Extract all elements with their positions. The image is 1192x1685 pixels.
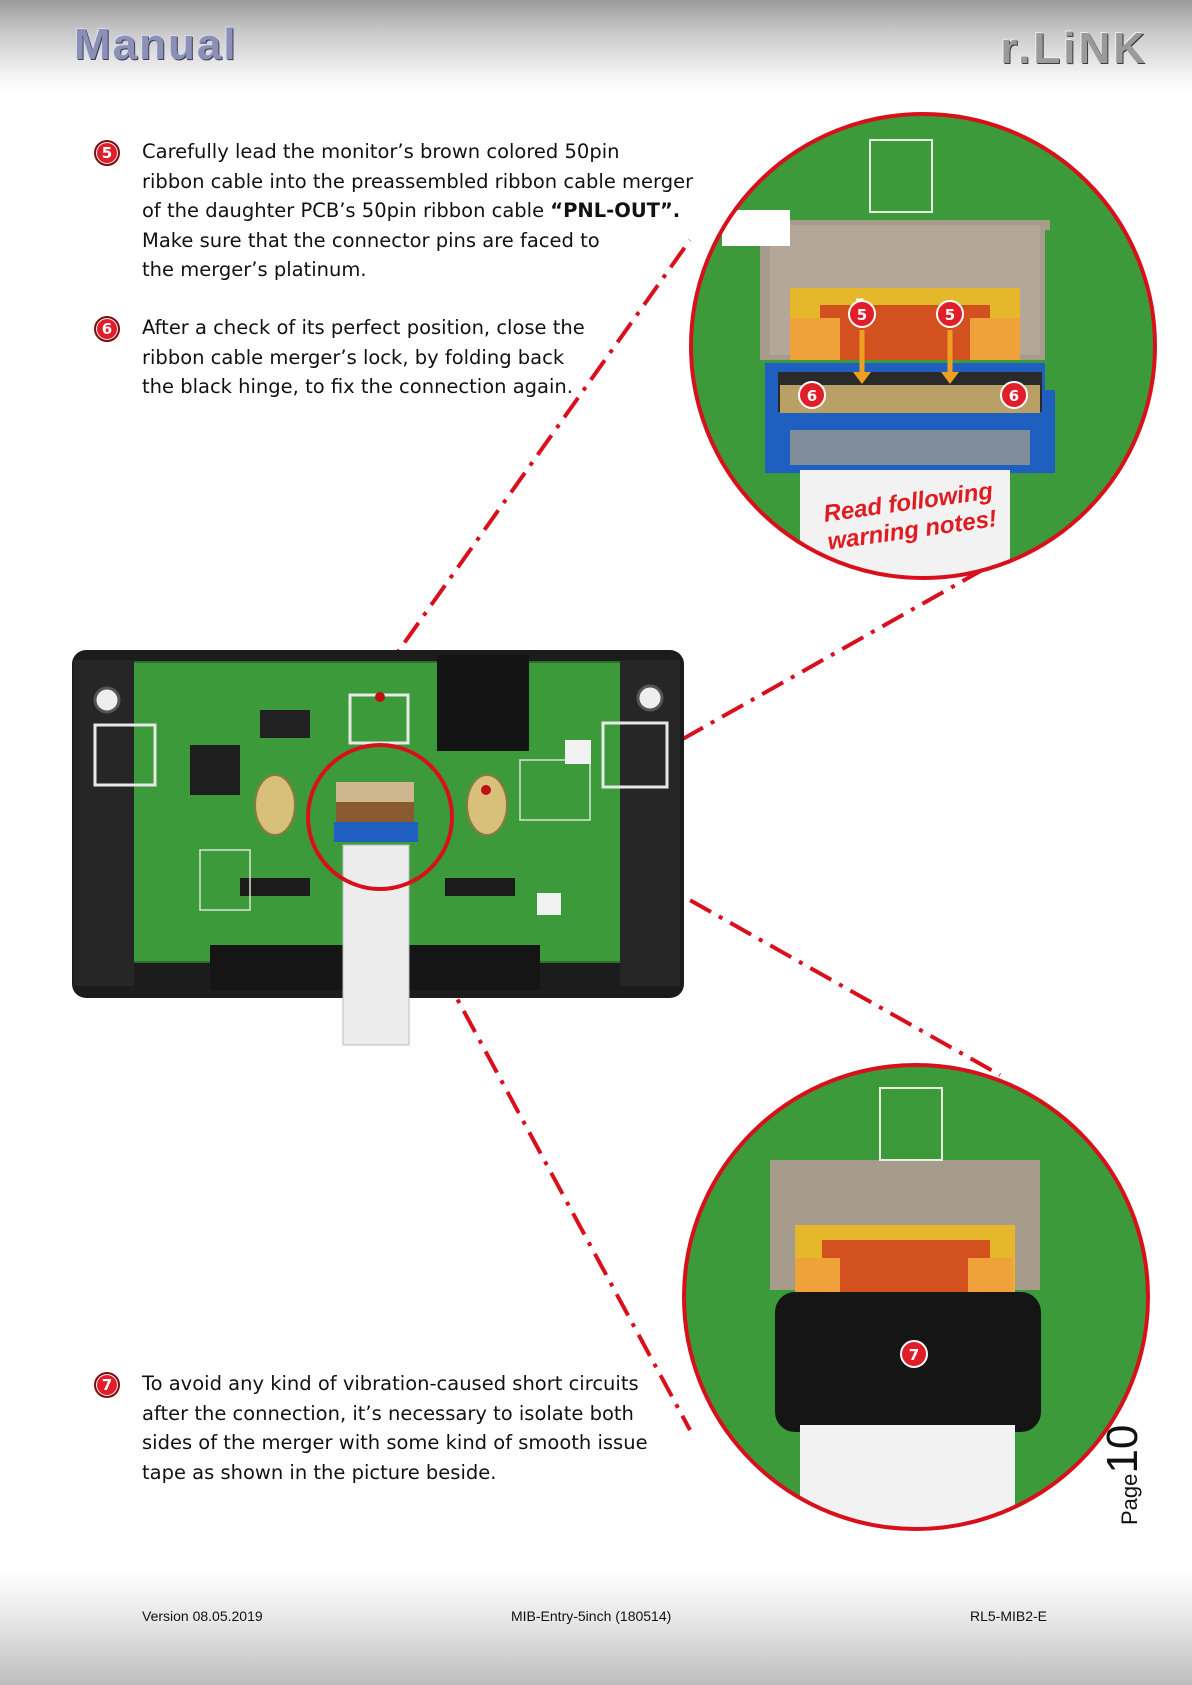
manual-logo: Manual <box>74 20 238 69</box>
page-word: Page <box>1117 1473 1142 1525</box>
zoom-detail-connector-open: 5 5 5 6 6 Read following warning notes! <box>689 112 1157 580</box>
step-7-text: To avoid any kind of vibration-caused sh… <box>142 1369 762 1487</box>
zoom-marker-7-label: 7 <box>909 1346 919 1364</box>
zoom-detail-connector-taped: 7 <box>682 1063 1150 1531</box>
step-6-badge: 6 <box>94 316 120 342</box>
zoom-marker-6-right-label: 6 <box>1009 387 1019 405</box>
step-5-line-4: Make sure that the connector pins are fa… <box>142 228 600 252</box>
footer-code: RL5-MIB2-E <box>970 1608 1048 1624</box>
step-5-line-2: ribbon cable into the preassembled ribbo… <box>142 169 694 193</box>
page-header: Manual r.LiNK <box>0 0 1192 92</box>
step-5-line-1: Carefully lead the monitor’s brown color… <box>142 140 620 163</box>
step-7-line-2: after the connection, it’s necessary to … <box>142 1401 634 1425</box>
zoom-marker-5-left-label: 5 <box>857 306 867 324</box>
page-number-value: 10 <box>1098 1424 1147 1474</box>
step-6-text: After a check of its perfect position, c… <box>142 313 762 402</box>
step-5-text: Carefully lead the monitor’s brown color… <box>142 137 762 285</box>
rlink-logo: r.LiNK <box>1000 24 1148 73</box>
step-6-line-2: ribbon cable merger’s lock, by folding b… <box>142 345 565 369</box>
step-6-line-1: After a check of its perfect position, c… <box>142 316 585 339</box>
step-5-line-5: the merger’s platinum. <box>142 258 367 281</box>
page-footer: Version 08.05.2019 MIB-Entry-5inch (1805… <box>0 1570 1192 1685</box>
zoom-marker-5-right-label: 5 <box>945 306 955 324</box>
head-unit-board-photo <box>72 650 684 1046</box>
step-7-line-1: To avoid any kind of vibration-caused sh… <box>142 1372 639 1395</box>
step-7-line-4: tape as shown in the picture beside. <box>142 1460 497 1484</box>
step-6-line-3: the black hinge, to fix the connection a… <box>142 375 573 398</box>
step-5-badge: 5 <box>94 140 120 166</box>
footer-version: Version 08.05.2019 <box>142 1608 263 1624</box>
pnl-out-label: “PNL-OUT”. <box>550 199 681 222</box>
zoom-leader-lines <box>376 238 1001 1431</box>
step-5-line-3-text: of the daughter PCB’s 50pin ribbon cable <box>142 199 551 222</box>
page-number: Page10 <box>1098 1425 1148 1525</box>
footer-model: MIB-Entry-5inch (180514) <box>511 1608 672 1624</box>
step-7-badge: 7 <box>94 1372 120 1398</box>
zoom-marker-6-left-label: 6 <box>807 387 817 405</box>
step-7-line-3: sides of the merger with some kind of sm… <box>142 1431 648 1454</box>
step-5-line-3: of the daughter PCB’s 50pin ribbon cable… <box>142 196 762 226</box>
